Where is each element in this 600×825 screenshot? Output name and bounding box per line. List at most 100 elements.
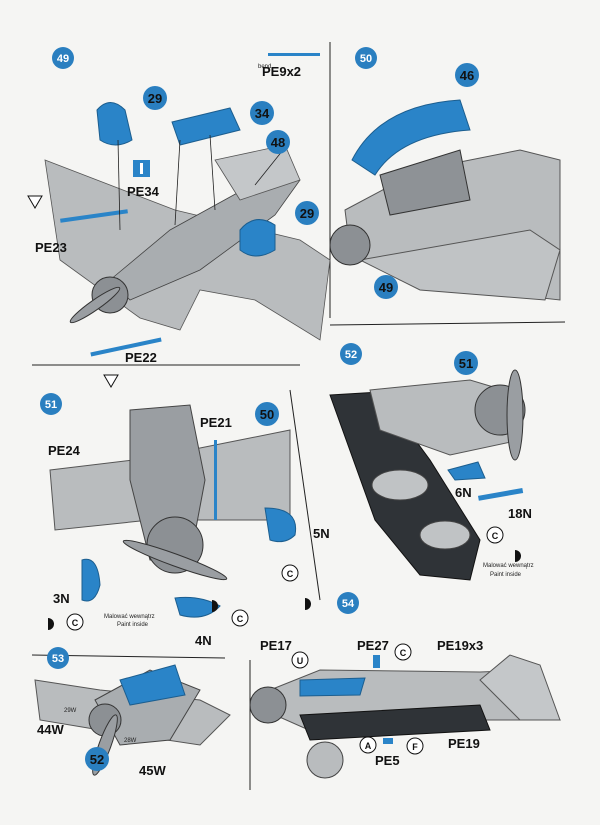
- prop-51: [122, 539, 228, 581]
- svg-text:PE23: PE23: [35, 240, 67, 255]
- panel-54: 54 U C A F PE17 PE27 PE19x3 PE19 PE5: [249, 592, 561, 779]
- circle-c-3: [231, 609, 249, 627]
- step-53-badge: [47, 647, 69, 669]
- warning-triangle-bottom: [103, 374, 119, 388]
- svg-text:29: 29: [300, 206, 314, 221]
- svg-text:52: 52: [90, 752, 104, 767]
- paint-symbol-52: [515, 550, 521, 562]
- svg-text:34: 34: [255, 106, 270, 121]
- circle-c-2: [66, 613, 84, 631]
- canopy-frame: [379, 149, 471, 216]
- svg-text:18N: 18N: [508, 506, 532, 521]
- callout-48: [266, 130, 290, 154]
- callout-49: [374, 275, 398, 299]
- panel-53: 53 52 44W 45W 29W 28W: [34, 647, 231, 778]
- callout-52: [85, 747, 109, 771]
- circle-c-54: [394, 643, 412, 661]
- svg-text:46: 46: [460, 68, 474, 83]
- svg-text:PE27: PE27: [357, 638, 389, 653]
- part-5n: [264, 507, 297, 543]
- panel-50: 50 46 49: [329, 47, 561, 301]
- svg-text:bend: bend: [258, 64, 271, 70]
- tail-54: [479, 654, 561, 721]
- svg-text:F: F: [412, 742, 418, 752]
- circle-u: [291, 651, 309, 669]
- svg-text:PE21: PE21: [200, 415, 232, 430]
- callout-50: [255, 402, 279, 426]
- svg-text:Malować wewnątrz: Malować wewnątrz: [483, 563, 534, 569]
- callout-29-a: [143, 86, 167, 110]
- part-3n: [81, 558, 101, 602]
- propeller-blade: [69, 286, 121, 324]
- pe27-part: [373, 655, 380, 668]
- part-29-lower: [239, 219, 276, 257]
- svg-text:PE19: PE19: [448, 736, 480, 751]
- circle-c-52: [486, 526, 504, 544]
- svg-text:PE19x3: PE19x3: [437, 638, 483, 653]
- paint-symbol-2: [48, 618, 54, 630]
- svg-text:Paint inside: Paint inside: [490, 572, 522, 578]
- paint-symbol-3: [212, 600, 218, 612]
- svg-text:49: 49: [379, 280, 393, 295]
- step-49-number: 49: [57, 53, 69, 65]
- panel-52: 52 51 C 6N 18N Malować wewnątrz Paint in…: [329, 343, 534, 581]
- fuselage-top-view: [109, 174, 301, 301]
- svg-text:29W: 29W: [64, 708, 77, 714]
- pe9-strip: [268, 53, 320, 56]
- step-49-badge: [52, 47, 74, 69]
- circle-c-1: [281, 564, 299, 582]
- canopy-53: [119, 664, 186, 706]
- panel-49: 49 29 34 48 29 bend: [27, 47, 331, 388]
- circle-f: [406, 737, 424, 755]
- pe21-strip: [214, 440, 217, 520]
- svg-text:PE22: PE22: [125, 350, 157, 365]
- pe5-part: [383, 738, 393, 744]
- svg-text:PE9x2: PE9x2: [262, 64, 301, 79]
- part-46-canopy: [351, 99, 471, 176]
- pe22-strip: [90, 337, 162, 357]
- part-6n: [447, 461, 486, 481]
- svg-text:45W: 45W: [139, 763, 166, 778]
- panel-51: 51 50 C C C PE21 PE24 5N 3N 4N Malować w…: [40, 393, 330, 648]
- svg-text:PE5: PE5: [375, 753, 400, 768]
- wheel-pant-54: [306, 741, 344, 779]
- warning-triangle-top: [27, 195, 43, 209]
- step-52-badge: [340, 343, 362, 365]
- svg-text:C: C: [492, 531, 499, 541]
- wing-54: [299, 704, 491, 741]
- wing-side: [358, 229, 561, 301]
- part-4n: [174, 596, 221, 618]
- svg-text:PE17: PE17: [260, 638, 292, 653]
- svg-text:51: 51: [459, 356, 473, 371]
- svg-text:PE34: PE34: [127, 184, 160, 199]
- callout-46: [455, 63, 479, 87]
- engine-50: [329, 224, 371, 266]
- svg-text:5N: 5N: [313, 526, 330, 541]
- paint-symbol-1: [305, 598, 311, 610]
- svg-text:A: A: [365, 741, 372, 751]
- svg-text:Paint inside: Paint inside: [117, 622, 149, 628]
- svg-text:Malować wewnątrz: Malować wewnątrz: [104, 614, 155, 620]
- canopy-54: [299, 677, 366, 697]
- svg-text:28W: 28W: [124, 738, 137, 744]
- callout-34: [250, 101, 274, 125]
- svg-text:C: C: [72, 618, 79, 628]
- svg-text:PE24: PE24: [48, 443, 81, 458]
- svg-text:54: 54: [342, 598, 355, 610]
- svg-text:53: 53: [52, 653, 64, 665]
- svg-text:C: C: [400, 648, 407, 658]
- svg-text:29: 29: [148, 91, 162, 106]
- part-18n: [477, 488, 524, 501]
- callout-29-b: [295, 201, 319, 225]
- step-50-badge: [355, 47, 377, 69]
- callout-51: [454, 351, 478, 375]
- svg-text:3N: 3N: [53, 591, 70, 606]
- wheel-pant-1: [371, 469, 429, 501]
- circle-a: [359, 736, 377, 754]
- svg-text:48: 48: [271, 135, 285, 150]
- tail-top-view: [214, 144, 301, 201]
- svg-text:C: C: [237, 614, 244, 624]
- svg-text:44W: 44W: [37, 722, 64, 737]
- svg-text:U: U: [297, 656, 304, 666]
